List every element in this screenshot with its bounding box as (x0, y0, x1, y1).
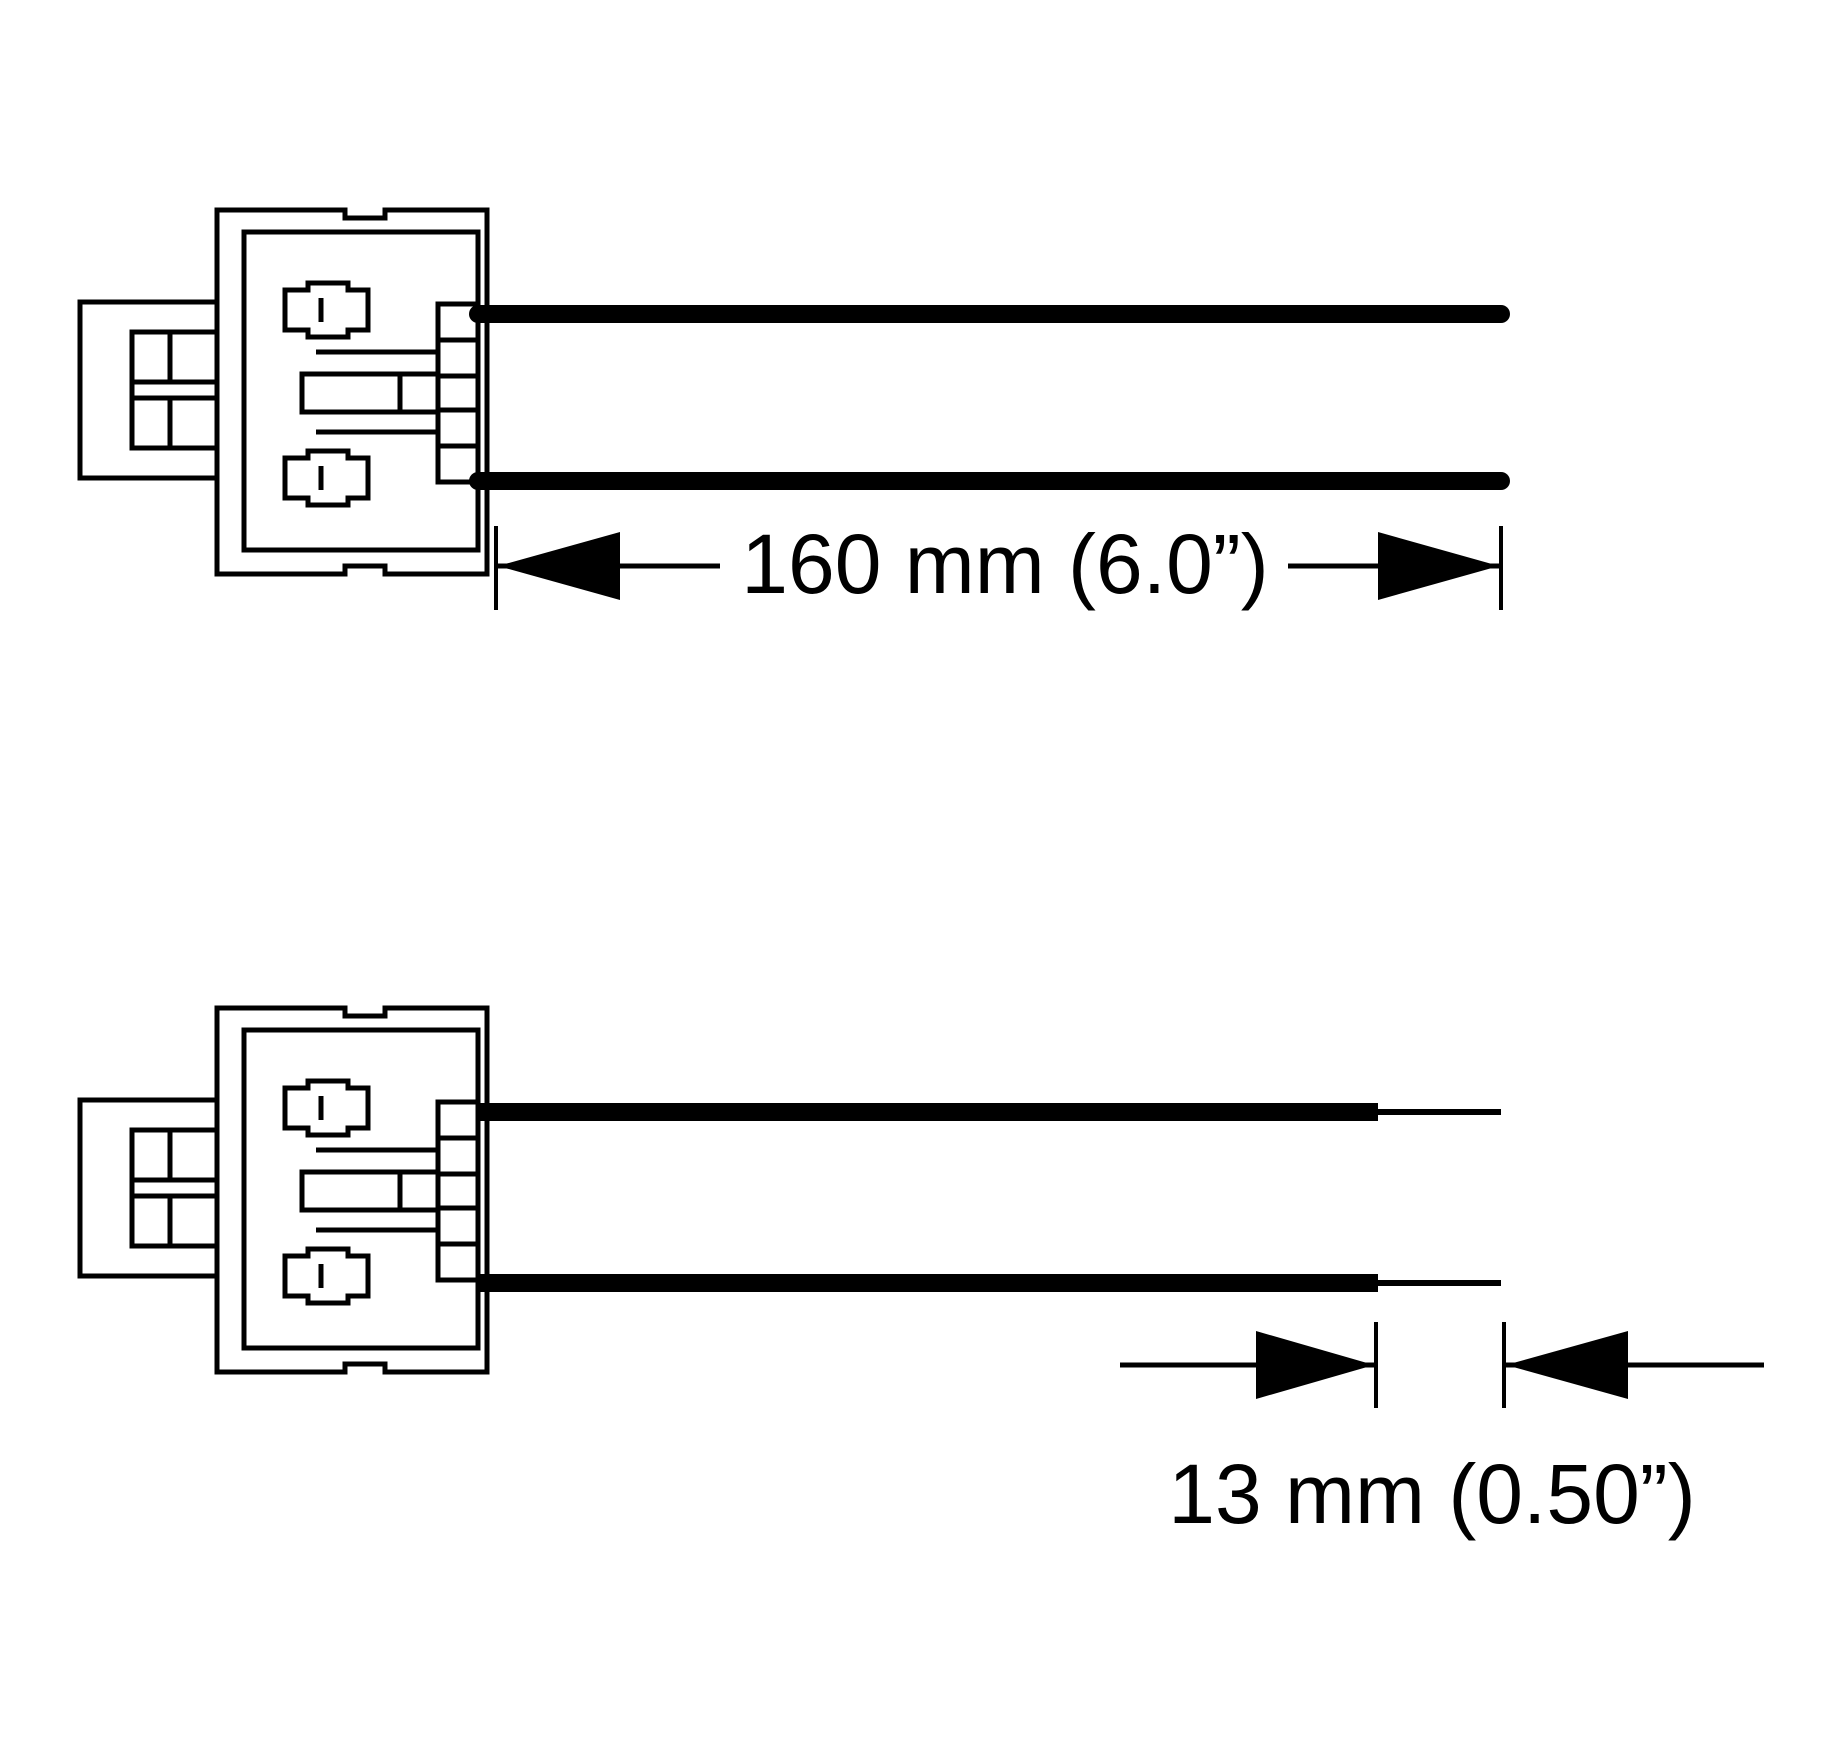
top-connector-assembly: 160 mm (6.0”) (77, 207, 1510, 611)
bottom-dimension-label: 13 mm (0.50”) (1168, 1447, 1695, 1541)
top-connector-icon (77, 207, 490, 577)
bottom-dimension-arrows (1120, 1322, 1764, 1408)
bottom-connector-assembly: 13 mm (0.50”) (77, 1005, 1764, 1541)
top-dimension-arrows (494, 526, 1503, 610)
top-dimension-label: 160 mm (6.0”) (741, 517, 1268, 611)
bottom-connector-icon (77, 1005, 490, 1375)
